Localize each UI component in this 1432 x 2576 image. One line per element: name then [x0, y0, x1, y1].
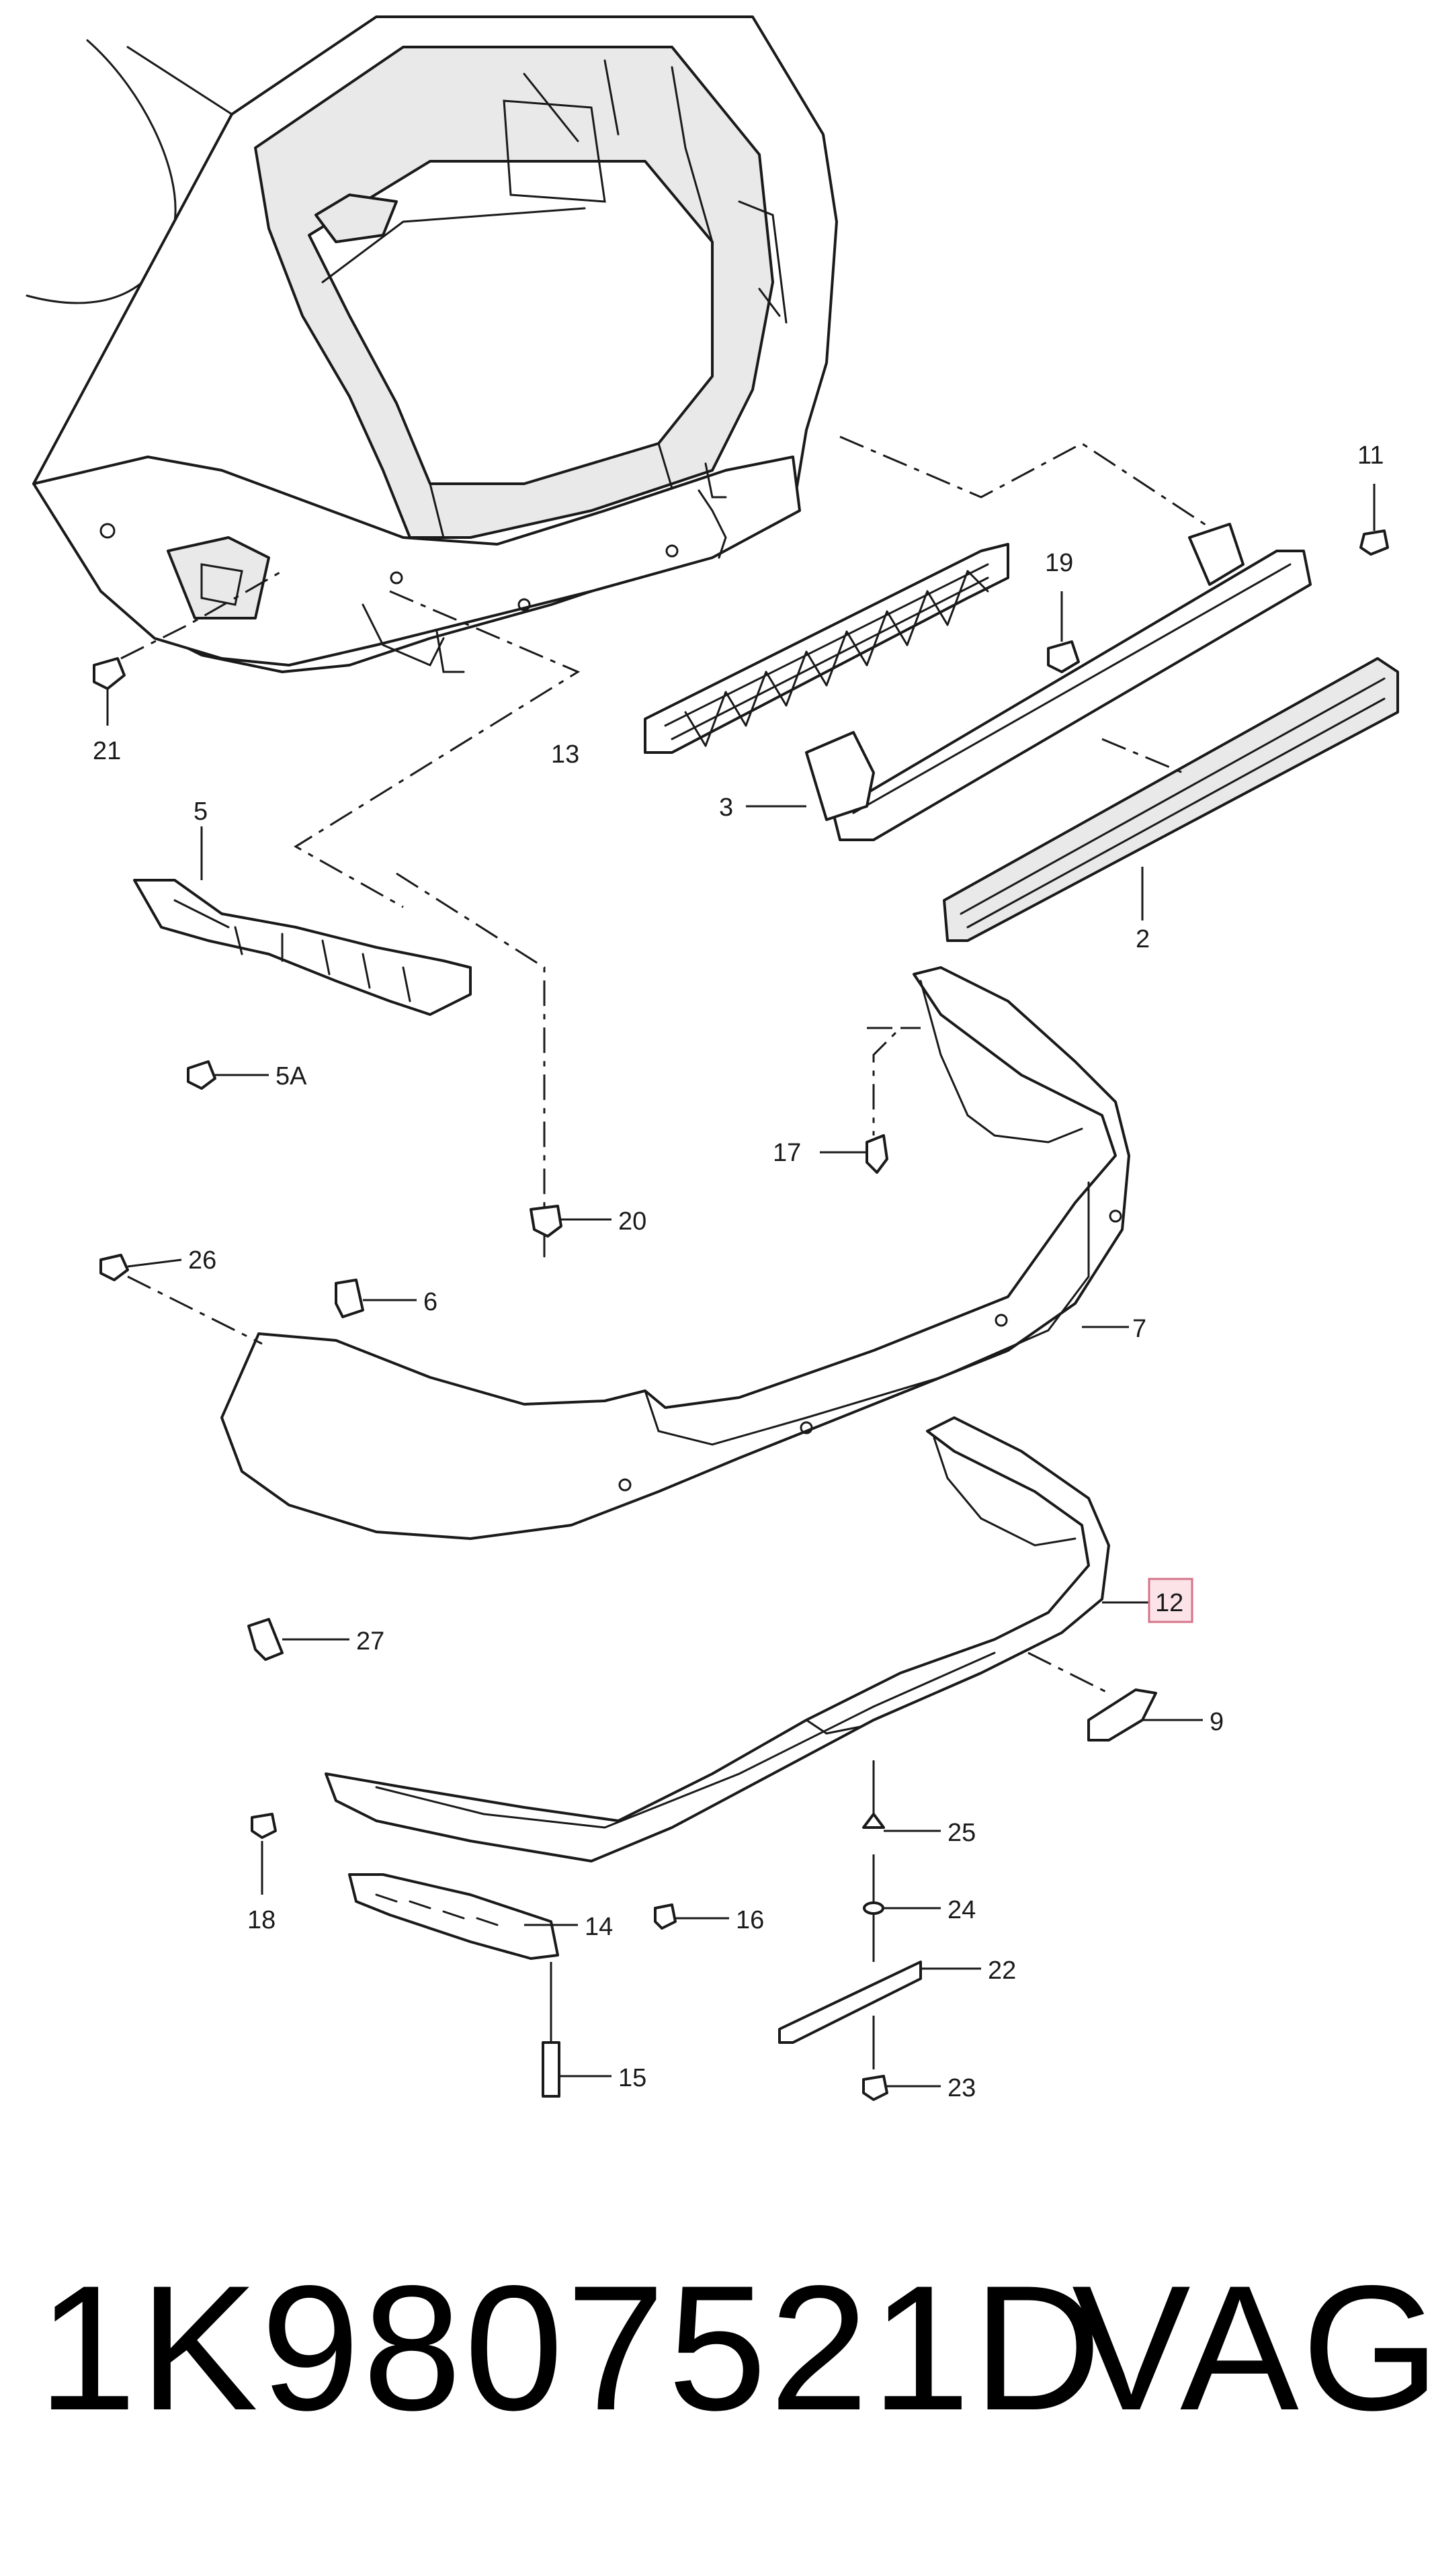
callout-12-highlight-box: [1148, 1578, 1193, 1623]
part-14-bracket: [348, 1873, 578, 1960]
callout-7: 7: [1132, 1315, 1146, 1343]
callout-23: 23: [947, 2074, 976, 2102]
part-21-nut: [93, 657, 126, 726]
vehicle-rear-body: [26, 15, 838, 673]
part-11-bolt: [1359, 484, 1389, 556]
part-17-clip: [820, 1134, 888, 1174]
part-20-bolt: [530, 1205, 612, 1258]
callout-17: 17: [773, 1139, 801, 1167]
callout-25: 25: [947, 1819, 976, 1847]
part-9-bracket: [1087, 1688, 1203, 1742]
part-13-grille: [644, 543, 1009, 754]
part-2-energy-absorber: [943, 657, 1399, 942]
callout-9: 9: [1210, 1708, 1224, 1736]
part-18-nut: [251, 1813, 277, 1895]
callout-3: 3: [719, 793, 733, 822]
part-12-spoiler: [325, 1416, 1149, 1862]
callout-16: 16: [736, 1906, 764, 1934]
assembly-lines: [120, 435, 1210, 1694]
callout-5a: 5A: [276, 1062, 307, 1090]
part-5a-screw: [187, 1060, 269, 1090]
callout-26: 26: [188, 1246, 216, 1275]
callout-14: 14: [585, 1913, 613, 1941]
part-7-bumper-cover: [220, 966, 1130, 1540]
part-15-stud: [542, 1962, 612, 2098]
part-16-clip: [654, 1903, 729, 1930]
part-26-screw: [99, 1254, 182, 1281]
part-19-clip: [1047, 591, 1080, 673]
callout-21: 21: [93, 737, 121, 765]
callout-12: 12: [1155, 1589, 1183, 1617]
callout-15: 15: [618, 2064, 646, 2092]
part-6-bracket: [335, 1279, 417, 1318]
callout-13: 13: [551, 740, 579, 769]
callout-27: 27: [356, 1627, 384, 1656]
callout-22: 22: [988, 1957, 1016, 1985]
callout-11: 11: [1357, 441, 1384, 470]
part-number: 1K9807521D: [38, 2249, 1105, 2448]
callout-5: 5: [194, 798, 208, 826]
callout-6: 6: [423, 1288, 437, 1316]
callout-2: 2: [1136, 925, 1150, 953]
callout-18: 18: [247, 1906, 276, 1934]
part-3-impact-bar: [746, 523, 1312, 841]
callout-labels: 11 19 21 13 3 5 2 5A 17 20 26 6 7 12 27 …: [93, 441, 1384, 2102]
callout-19: 19: [1045, 549, 1073, 577]
callout-24: 24: [947, 1896, 976, 1924]
part-stack-25-24-22-23: [778, 1760, 981, 2101]
part-27-clip: [247, 1618, 349, 1661]
brand-name: VAG: [1072, 2249, 1432, 2448]
part-5-guide-bracket: [133, 826, 472, 1016]
callout-20: 20: [618, 1207, 646, 1236]
